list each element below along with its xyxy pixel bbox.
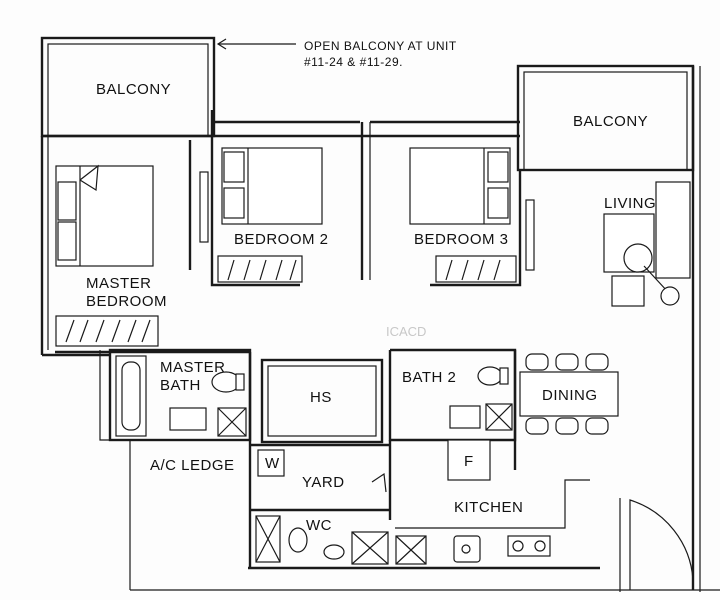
label-master-bedroom-line1: MASTER [86,275,152,292]
furniture-and-fixtures [55,38,691,565]
label-master-bath-line1: MASTER [160,359,226,376]
label-washer: W [265,455,280,472]
label-living: LIVING [604,195,656,212]
label-kitchen: KITCHEN [454,499,523,516]
label-bath-2: BATH 2 [402,369,456,386]
label-dining: DINING [542,387,598,404]
label-master-bath-line2: BATH [160,377,201,394]
label-fridge: F [464,453,474,470]
label-yard: YARD [302,474,345,491]
label-ac-ledge: A/C LEDGE [150,457,235,474]
label-balcony-right: BALCONY [573,113,648,130]
label-bedroom-3: BEDROOM 3 [414,231,509,248]
interior-walls [55,110,694,592]
balcony-note-line1: OPEN BALCONY AT UNIT [304,39,457,53]
label-hs: HS [310,389,332,406]
label-bedroom-2: BEDROOM 2 [234,231,329,248]
watermark-text: ICACD [386,324,426,339]
label-balcony-left: BALCONY [96,81,171,98]
label-master-bedroom-line2: BEDROOM [86,293,167,310]
label-wc: WC [306,517,332,534]
balcony-note-line2: #11-24 & #11-29. [304,55,403,69]
